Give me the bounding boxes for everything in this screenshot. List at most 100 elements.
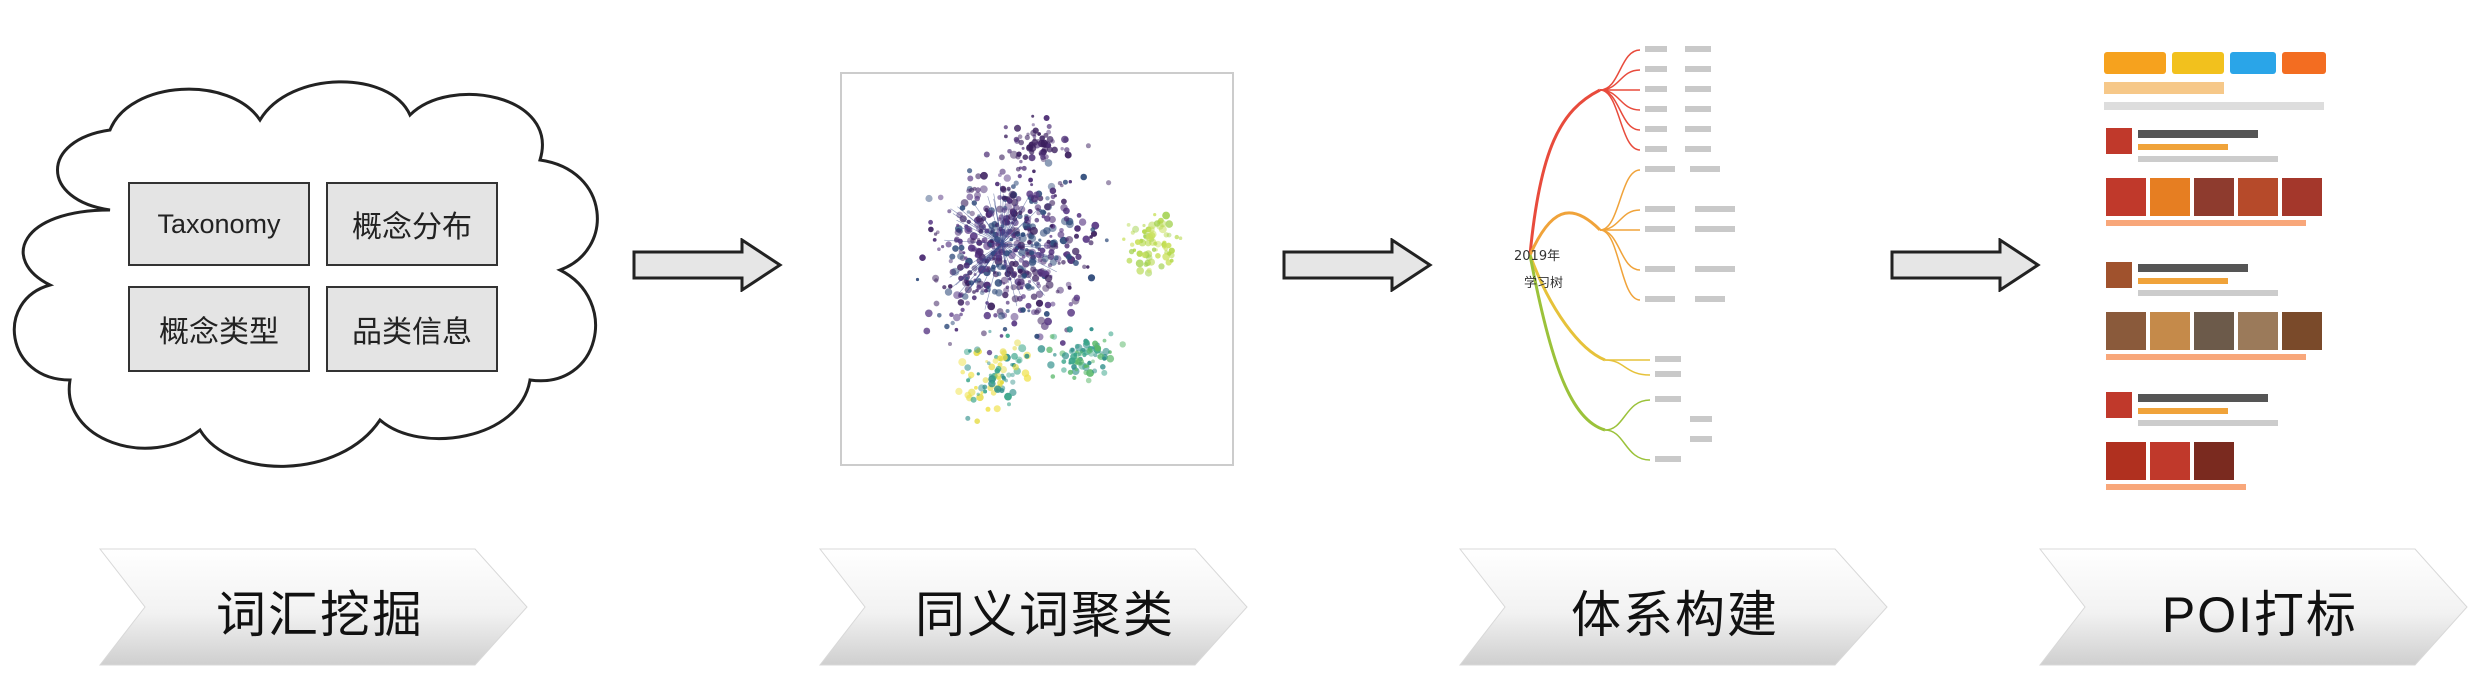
scatter-dot	[1006, 372, 1011, 377]
scatter-dot	[1088, 274, 1095, 281]
scatter-dot	[980, 172, 988, 180]
scatter-dot	[1034, 241, 1039, 246]
scatter-dot	[986, 286, 989, 289]
scatter-dot	[1028, 209, 1033, 214]
scatter-dot	[951, 321, 955, 325]
scatter-dot	[964, 364, 971, 371]
scatter-dot	[1018, 269, 1023, 274]
scatter-dot	[1040, 155, 1046, 161]
scatter-dot	[1170, 259, 1174, 263]
scatter-dot	[1030, 183, 1033, 186]
scatter-dot	[1038, 239, 1041, 242]
scatter-dot	[1018, 275, 1022, 279]
scatter-dot	[1026, 226, 1030, 230]
scatter-dot	[1004, 125, 1008, 129]
scatter-dot	[1016, 167, 1021, 172]
scatter-dot	[1049, 235, 1052, 238]
scatter-dot	[1042, 146, 1048, 152]
scatter-dot	[1048, 253, 1055, 260]
scatter-dot	[980, 290, 985, 295]
scatter-dot	[974, 346, 981, 353]
scatter-dot	[959, 250, 963, 254]
scatter-dot	[1064, 243, 1069, 248]
scatter-dot	[1030, 227, 1038, 235]
scatter-dot	[937, 313, 942, 318]
scatter-dot	[973, 247, 977, 251]
scatter-dot	[928, 227, 934, 233]
scatter-dot	[1153, 213, 1156, 216]
scatter-dot	[1011, 313, 1019, 321]
scatter-dot	[1100, 364, 1106, 370]
scatter-dot	[1032, 275, 1039, 282]
scatter-dot	[1002, 208, 1007, 213]
scatter-dot	[945, 288, 952, 295]
scatter-dot	[961, 308, 965, 312]
scatter-dot	[1135, 239, 1141, 245]
scatter-dot	[1001, 187, 1007, 193]
scatter-dot	[1122, 238, 1125, 241]
scatter-dot	[967, 210, 971, 214]
scatter-dot	[1011, 321, 1017, 327]
scatter-dot	[1014, 137, 1019, 142]
scatter-dot	[937, 247, 941, 251]
scatter-dot	[970, 211, 975, 216]
scatter-dot	[992, 289, 998, 295]
scatter-dot	[1162, 212, 1170, 220]
scatter-dot	[1061, 136, 1068, 143]
concept-box-taxonomy: Taxonomy	[128, 182, 310, 266]
scatter-dot	[1084, 340, 1090, 346]
right-arrow-icon	[1890, 238, 2042, 292]
mindmap-root-year: 2019年	[1514, 245, 1560, 264]
scatter-dot	[996, 366, 1002, 372]
scatter-dot	[1105, 238, 1109, 242]
scatter-dot	[1001, 354, 1008, 361]
mindmap-root-title: 学习树	[1524, 272, 1563, 291]
scatter-dot	[1153, 242, 1157, 246]
scatter-dot	[1144, 262, 1149, 267]
scatter-dot	[1061, 260, 1066, 265]
scatter-dot	[1036, 300, 1043, 307]
scatter-dot	[1018, 344, 1026, 352]
scatter-dot	[952, 245, 959, 252]
scatter-dot	[1074, 234, 1079, 239]
scatter-dot	[1106, 180, 1111, 185]
scatter-dot	[1130, 243, 1134, 247]
scatter-dot	[1003, 287, 1009, 293]
scatter-dot	[1007, 402, 1011, 406]
scatter-dot	[983, 377, 989, 383]
scatter-dot	[1082, 353, 1086, 357]
scatter-dot	[1018, 140, 1024, 146]
scatter-dot	[1081, 348, 1085, 352]
scatter-dot	[1047, 136, 1054, 143]
scatter-dot	[967, 176, 973, 182]
scatter-dot	[941, 245, 944, 248]
scatter-dot	[955, 229, 962, 236]
scatter-dot	[1072, 376, 1076, 380]
scatter-dot	[1159, 220, 1166, 227]
step-label-synonym-clustering: 同义词聚类	[885, 575, 1205, 647]
scatter-dot	[1058, 231, 1065, 238]
scatter-dot	[1060, 204, 1067, 211]
scatter-dot	[1051, 195, 1056, 200]
scatter-dot	[1063, 180, 1068, 185]
scatter-dot	[1158, 263, 1164, 269]
step-label-taxonomy-building: 体系构建	[1520, 575, 1830, 647]
scatter-dot	[960, 205, 966, 211]
scatter-dot	[916, 278, 919, 281]
scatter-dot	[919, 254, 926, 261]
scatter-dot	[974, 386, 978, 390]
scatter-dot	[1032, 170, 1036, 174]
scatter-dot	[1004, 174, 1011, 181]
scatter-dot	[1027, 309, 1030, 312]
scatter-dot	[1014, 125, 1021, 132]
scatter-dot	[997, 195, 1002, 200]
scatter-dot	[1038, 345, 1046, 353]
scatter-dot	[1091, 360, 1095, 364]
scatter-dot	[1031, 115, 1034, 118]
scatter-dot	[1069, 347, 1075, 353]
scatter-dot	[1080, 174, 1087, 181]
scatter-dot	[1020, 307, 1026, 313]
scatter-dot	[965, 301, 970, 306]
scatter-dot	[1032, 123, 1035, 126]
scatter-dot	[968, 349, 972, 353]
